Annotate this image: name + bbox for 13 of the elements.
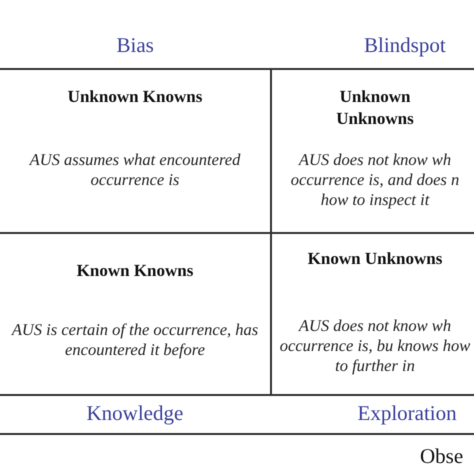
column-heading: Bias (116, 33, 154, 58)
quadrant-description: AUS does not know wh occurrence is, and does n how to inspect it (290, 150, 460, 210)
quadrant-title: Unknown Unknowns (335, 86, 415, 130)
quadrant-title: Known Unknowns (306, 248, 444, 270)
column-heading: Blindspot (364, 33, 446, 58)
column-footer: Knowledge (86, 401, 184, 426)
column-footer: Exploration (358, 401, 457, 426)
quadrant-title: Known Knowns (76, 260, 194, 282)
quadrant-title: Unknown Knowns (66, 86, 204, 108)
quadrant-description: AUS is certain of the occurrence, has encountered it before (10, 320, 260, 360)
axis-label: Obse (420, 444, 464, 469)
quadrant-description: AUS assumes what encountered occurrence is (28, 150, 242, 190)
quadrant-description: AUS does not know wh occurrence is, bu knows how to further in (278, 316, 472, 376)
